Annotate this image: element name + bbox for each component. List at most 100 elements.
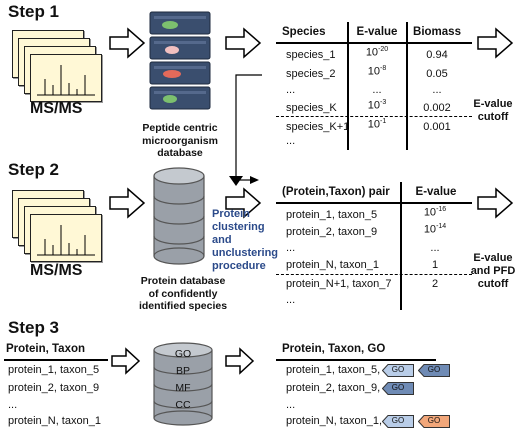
table2-col-divider <box>400 182 402 310</box>
table1-header-biomass: Biomass <box>413 26 461 38</box>
cutoff-line-text: E-value <box>473 98 513 110</box>
table1-cell-evalue: 10-3 <box>350 99 404 112</box>
arrow-right-icon <box>477 187 514 219</box>
table2-cell-evalue: 2 <box>431 278 439 290</box>
table1-col-divider <box>406 22 408 150</box>
protein-database-icon <box>153 167 205 265</box>
procedure-label-line: clustering <box>212 221 265 233</box>
arrow-right-icon <box>225 187 262 219</box>
table2-cell-pair: protein_2, taxon_9 <box>286 226 378 238</box>
table2-cell-pair: protein_N+1, taxon_7 <box>286 278 392 290</box>
table2-cell-pair: protein_N, taxon_1 <box>286 259 379 271</box>
table1-cell-evalue: 10-1 <box>350 118 404 131</box>
go-db-label: MF <box>175 382 191 394</box>
db2-caption: Protein database of confidently identifi… <box>118 275 248 313</box>
go-tag-label: GO <box>391 416 405 425</box>
table1-header-species: Species <box>282 26 326 38</box>
go-tag-label: GO <box>391 365 405 374</box>
table2-cell-evalue: 10-14 <box>404 223 466 236</box>
db1-caption-line: microorganism <box>142 134 218 147</box>
evalue-base: 10 <box>423 206 437 219</box>
db2-caption-line: of confidently <box>148 287 218 300</box>
step-3-label: Step 3 <box>8 318 60 337</box>
evalue-base: 10 <box>367 118 380 131</box>
db1-caption: Peptide centric microorganism database <box>120 122 240 160</box>
db1-caption-line: Peptide centric <box>142 122 218 134</box>
spectrum-card <box>30 54 102 102</box>
table1-cell-biomass: 0.002 <box>423 102 451 114</box>
table1-cell-biomass: 0.05 <box>426 68 448 80</box>
arrow-right-icon <box>225 347 255 375</box>
table2-cell-evalue: 1 <box>431 259 439 271</box>
go-tag: GO <box>382 382 414 395</box>
table1-cell-species: species_K+1 <box>286 121 350 133</box>
procedure-label-line: and <box>212 234 232 246</box>
table2-cell-pair: ... <box>286 242 296 254</box>
evalue-cutoff-label-1: E-value cutoff <box>466 98 520 124</box>
cutoff-line-1 <box>276 116 472 117</box>
arrow-right-icon <box>477 27 514 59</box>
evalue-pfd-cutoff-label: E-value and PFD cutoff <box>466 252 520 291</box>
step-1-label: Step 1 <box>8 2 60 21</box>
cutoff-line-2 <box>276 274 472 275</box>
table1-cell-species: species_1 <box>286 49 336 61</box>
spectrum-peaks-icon <box>37 65 95 96</box>
db2-caption-line: Protein database <box>140 275 226 287</box>
db2-caption-line: identified species <box>138 300 228 312</box>
evalue-base: ... <box>372 84 382 96</box>
msms-label-2: MS/MS <box>30 262 83 279</box>
cutoff-line-text: and PFD <box>470 265 516 277</box>
table1-cell-evalue: 10-20 <box>350 46 404 59</box>
evalue-exp: -8 <box>380 65 387 72</box>
server-database-icon <box>149 11 211 110</box>
table1-cell-evalue: 10-8 <box>350 65 404 78</box>
list-item: ... <box>8 399 18 411</box>
list-item: protein_2, taxon_9 <box>8 382 100 394</box>
arrow-right-icon <box>109 187 146 219</box>
procedure-label-line: procedure <box>212 260 266 272</box>
procedure-label-line: unclustering <box>212 247 279 259</box>
evalue-base: 10 <box>367 99 380 112</box>
table1-cell-species: species_2 <box>286 68 336 80</box>
go-tag-label: GO <box>427 416 441 425</box>
evalue-exp: -20 <box>378 46 389 53</box>
evalue-exp: -16 <box>436 206 447 213</box>
table1-cell-biomass: 0.94 <box>426 49 448 61</box>
table1-cell-biomass: 0.001 <box>423 121 451 133</box>
table1-cell-species: ... <box>286 84 296 96</box>
msms-label-1: MS/MS <box>30 100 83 117</box>
table2-cell-evalue: 10-16 <box>404 206 466 219</box>
go-tag: GO <box>382 415 414 428</box>
table2-cell-pair: ... <box>286 294 296 306</box>
go-tag: GO <box>418 364 450 377</box>
table2-header-pair: (Protein,Taxon) pair <box>282 186 390 198</box>
list-item: protein_1, taxon_5 <box>8 364 100 376</box>
evalue-exp: -3 <box>380 99 387 106</box>
table2-cell-pair: protein_1, taxon_5 <box>286 209 378 221</box>
cutoff-line-text: cutoff <box>477 278 509 290</box>
step3-right-rule <box>276 359 436 361</box>
cutoff-line-text: E-value <box>473 252 513 264</box>
go-db-label: BP <box>175 365 190 377</box>
table1-header-evalue: E-value <box>356 26 398 38</box>
arrow-right-icon <box>111 347 141 375</box>
list-item: protein_N, taxon_1, <box>286 415 383 427</box>
go-tag: GO <box>418 415 450 428</box>
list-item: protein_2, taxon_9, <box>286 382 381 394</box>
table1-cell-species: ... <box>286 135 296 147</box>
table2-header-rule <box>276 202 472 204</box>
list-item: protein_1, taxon_5, <box>286 364 381 376</box>
table1-cell-evalue: ... <box>350 84 404 96</box>
table1-cell-species: species_K <box>286 102 337 114</box>
step-2-label: Step 2 <box>8 160 60 179</box>
table1-cell-biomass: ... <box>432 84 442 96</box>
spectrum-peaks-icon <box>37 225 95 256</box>
step3-left-rule <box>4 359 108 361</box>
table2-cell-evalue: ... <box>430 242 440 254</box>
table1-header-rule <box>276 42 472 44</box>
arrow-right-icon <box>225 27 262 59</box>
evalue-exp: -1 <box>380 118 387 125</box>
evalue-base: 10 <box>423 223 437 236</box>
step3-right-header: Protein, Taxon, GO <box>282 343 386 355</box>
